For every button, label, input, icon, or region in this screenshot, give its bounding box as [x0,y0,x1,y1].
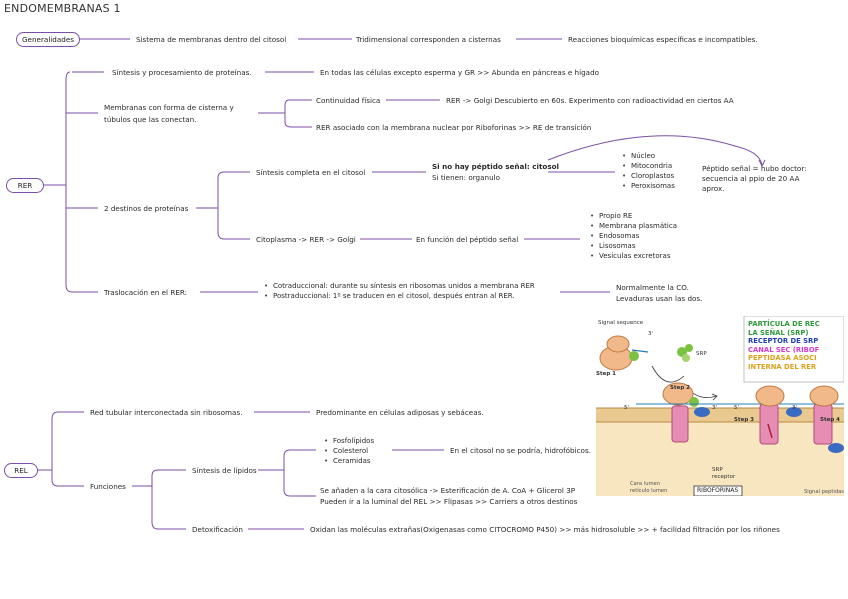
srp-label: SRP [696,351,707,357]
rer-path2-list: Propio RE Membrana plasmática Endosomas … [590,211,677,261]
list-item: Mitocondria [622,161,675,171]
step2-label: Step 2 [670,385,690,391]
signal-sequence-label: Signal sequence [598,320,644,326]
list-item: Cloroplastos [622,171,675,181]
rel-lipids-note: En el citosol no se podría, hidrofóbicos… [450,446,591,455]
rer-branch2-label-1: Membranas con forma de cisterna y [104,103,234,112]
lumen-label-2: retículo lumen [630,488,668,494]
lumen-label-1: Cara lumen [630,481,661,487]
legend-sec-channel: CANAL SEC (RIBOF [748,345,820,354]
legend-box [743,316,844,383]
rel-lipids-list: Fosfolípidos Colesterol Ceramidas [324,436,374,466]
legend-peptidase-1: PEPTIDASA ASOCI [748,354,817,363]
sec-channel-step2 [671,405,689,443]
list-item: Fosfolípidos [324,436,374,446]
rer-continuidad-label: Continuidad física [316,96,381,105]
list-item: Núcleo [622,151,675,161]
rer-riboforinas-label: RER asociado con la membrana nuclear por… [316,123,592,132]
list-item: Ceramidas [324,456,374,466]
ribosome-step2 [662,382,694,406]
three-prime-c: 3' [792,405,798,411]
rel-detox-label: Detoxificación [192,525,243,534]
legend-receptor: RECEPTOR DE SRP [748,337,819,346]
srp-translocation-figure: Signal sequence SRP Step 1 Step 2 Step 3… [596,316,844,496]
rer-continuidad-detail: RER -> Golgi Descubierto en 60s. Experim… [446,96,734,105]
er-membrane [596,408,844,422]
rel-lipids-label: Síntesis de lípidos [192,466,257,475]
rel-lipids-line1: Se añaden a la cara citosólica -> Esteri… [320,486,576,495]
list-item: Peroxisomas [622,181,675,191]
three-prime-b: 3' [712,405,718,411]
rel-branch1-detail: Predominante en células adiposas y sebác… [316,408,484,417]
generalidades-item-3: Reacciones bioquímicas específicas e inc… [568,35,758,44]
translocation-list: Cotraduccional: durante su síntesis en r… [264,281,535,301]
rel-lipids-line2: Pueden ir a la luminal del REL >> Flipas… [320,497,578,506]
riboforinas-box [693,485,743,496]
step4-label: Step 4 [820,417,840,423]
rel-branch1-label: Red tubular interconectada sin ribosomas… [90,408,243,417]
rer-path1-cond2: Si tienen: organulo [432,173,501,182]
peptide-note-1: Péptido señal = hubo doctor: [702,164,807,173]
list-item: Lisosomas [590,241,677,251]
riboforinas-label: RIBOFORINAS [697,487,739,494]
rer-branch2-label-2: túbulos que las conectan. [104,115,197,124]
rer-branch3-label: 2 destinos de proteínas [104,204,189,213]
list-item: Postraduccional: 1º se traducen en el ci… [264,291,535,301]
srp-particle-step1 [629,351,639,361]
step1-label: Step 1 [596,371,616,377]
rel-detox-detail: Oxidan las moléculas extrañas(Oxigenasas… [310,525,780,534]
rer-branch1-detail: En todas las células excepto esperma y G… [320,68,600,77]
rer-path1-cond1: Si no hay péptido señal: citosol [432,162,560,171]
rel-node: REL [4,463,38,478]
signal-peptidase-label: Signal peptidase [804,489,844,495]
legend-srp-2: LA SEÑAL (SRP) [748,328,809,337]
srp-receptor [694,407,710,417]
list-item: Vesículas excretoras [590,251,677,261]
five-prime-b: 5' [624,405,630,411]
generalidades-item-2: Tridimensional corresponden a cisternas [356,35,501,44]
peptide-note-2: secuencia al ppio de 20 AA [702,174,800,183]
peptide-note-3: aprox. [702,184,725,193]
legend-peptidase-2: INTERNA DEL RER [748,362,817,371]
translocation-note-2: Levaduras usan las dos. [616,294,703,303]
legend: PARTÍCULA DE REC LA SEÑAL (SRP) RECEPTOR… [748,320,820,372]
page-title: ENDOMEMBRANAS 1 [4,2,121,15]
step3-label: Step 3 [734,417,754,423]
five-prime-c: 5' [734,405,740,411]
rer-path2-label: Citoplasma -> RER -> Golgi [256,235,356,244]
rer-path2-mid: En función del péptido señal [416,235,519,244]
list-item: Propio RE [590,211,677,221]
list-item: Colesterol [324,446,374,456]
srp-receptor-label-1: SRP [712,467,723,473]
rer-path1-label: Síntesis completa en el citosol [256,168,366,177]
list-item: Membrana plasmática [590,221,677,231]
legend-srp-1: PARTÍCULA DE REC [748,320,820,328]
rer-branch1-label: Síntesis y procesamiento de proteínas. [112,68,252,77]
rer-branch4-label: Traslocación en el RER: [104,288,188,297]
generalidades-item-1: Sistema de membranas dentro del citosol [136,35,287,44]
list-item: Endosomas [590,231,677,241]
rer-node: RER [6,178,44,193]
srp-diagram [596,316,844,496]
translocation-note-1: Normalmente la CO. [616,283,689,292]
generalidades-node: Generalidades [16,32,80,47]
rer-path1-list: Núcleo Mitocondria Cloroplastos Peroxiso… [622,151,675,191]
list-item: Cotraduccional: durante su síntesis en r… [264,281,535,291]
sec-channel-step3 [759,403,779,445]
srp-receptor-label-2: receptor [712,474,736,480]
er-lumen [596,416,844,496]
three-prime-a: 3' [648,331,654,337]
rel-funciones-label: Funciones [90,482,126,491]
